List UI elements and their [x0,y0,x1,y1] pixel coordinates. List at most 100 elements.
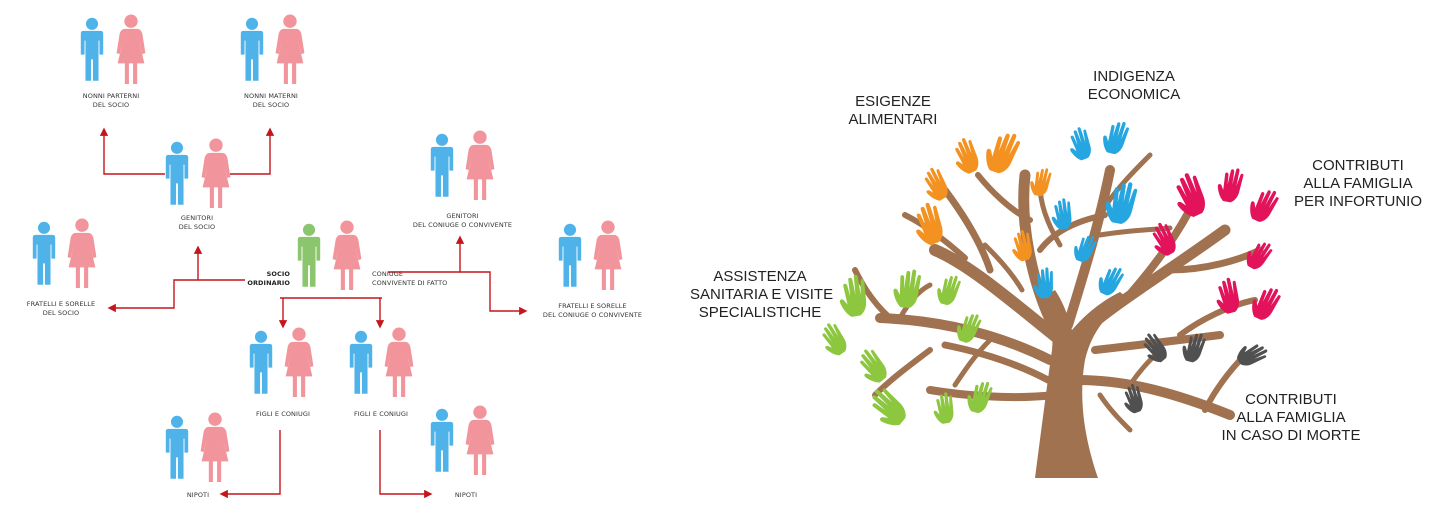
hand-icon [835,273,871,319]
label-line: ECONOMICA [1087,86,1181,103]
connector-figli-1-to-nipoti [219,430,281,499]
person-icon [80,17,104,81]
label-line: FRATELLI E SORELLE [26,300,96,308]
person-icon [200,412,230,482]
label-line: DEL SOCIO [178,222,216,231]
connector-figli-2-to-nipoti [379,430,433,499]
person-icon [116,14,146,84]
label-line: IN CASO DI MORTE [1221,427,1361,444]
hand-icon [980,126,1023,177]
label-line: NONNI MATERNI [244,92,298,100]
label-genitori-coniuge: GENITORI DEL CONIUGE O CONVIVENTE [400,212,525,229]
label-line: ALIMENTARI [848,111,938,128]
label-line: CONTRIBUTI [1245,391,1337,408]
label-nonni-materni: NONNI MATERNI DEL SOCIO [226,92,316,109]
hand-icon [1245,183,1282,226]
label-line: ALLA FAMIGLIA [1303,175,1413,192]
label-line: SOCIO [266,270,290,278]
label-figli-1: FIGLI E CONIUGI [238,410,328,419]
connector-genitori-to-nonni-materni [230,127,275,175]
label-contributi-infortunio: CONTRIBUTI ALLA FAMIGLIA PER INFORTUNIO [1288,157,1428,211]
label-line: ASSISTENZA [713,268,807,285]
hand-icon [953,309,984,346]
tree-trunk [852,152,1264,478]
label-line: GENITORI [180,214,214,222]
person-icon [201,138,231,208]
person-icon [275,14,305,84]
hand-icon [1099,117,1131,157]
label-nipoti-1: NIPOTI [168,491,228,500]
label-fratelli-socio: FRATELLI E SORELLE DEL SOCIO [16,300,106,317]
person-icon [558,223,582,287]
hand-icon [934,271,963,307]
label-indigenza-economica: INDIGENZA ECONOMICA [1074,68,1194,104]
person-icon [240,17,264,81]
label-line: ALLA FAMIGLIA [1236,409,1346,426]
person-icon [430,133,454,197]
label-line: CONTRIBUTI [1312,157,1404,174]
person-icon [384,327,414,397]
label-fratelli-coniuge: FRATELLI E SORELLE DEL CONIUGE O CONVIVE… [530,302,655,319]
person-icon [165,415,189,479]
connector-genitori-to-nonni-paterni [99,127,165,175]
label-nonni-paterni: NONNI PARTERNI DEL SOCIO [66,92,156,109]
label-line: FRATELLI E SORELLE [558,302,627,310]
label-line: DEL SOCIO [42,308,80,317]
person-icon [349,330,373,394]
label-socio-ordinario: SOCIO ORDINARIO [240,270,290,287]
person-icon [593,220,623,290]
person-icon [249,330,273,394]
label-line: SPECIALISTICHE [698,304,822,321]
label-line: ESIGENZE [855,93,931,110]
label-line: NIPOTI [186,491,210,499]
connector-coniuge-to-fratelli [460,271,528,316]
label-line: DEL CONIUGE O CONVIVENTE [542,310,643,319]
label-line: PER INFORTUNIO [1293,193,1423,210]
hand-icon [1211,276,1244,316]
person-icon [67,218,97,288]
hand-icon [1063,125,1096,163]
label-line: FIGLI E CONIUGI [353,410,409,418]
label-nipoti-2: NIPOTI [436,491,496,500]
hand-icon [1167,170,1212,221]
person-icon [332,220,362,290]
connector-socio-to-fratelli [107,279,198,313]
hand-icon [814,320,852,360]
label-esigenze-alimentari: ESIGENZE ALIMENTARI [838,93,948,129]
label-line: SANITARIA E VISITE [690,286,834,303]
label-line: FIGLI E CONIUGI [255,410,311,418]
label-coniuge: CONIUGE CONVIVENTE DI FATTO [372,270,462,287]
connector-lines [99,127,528,499]
hand-icon [1215,165,1245,204]
label-contributi-morte: CONTRIBUTI ALLA FAMIGLIA IN CASO DI MORT… [1216,391,1366,445]
label-figli-2: FIGLI E CONIUGI [336,410,426,419]
label-line: DEL SOCIO [252,100,290,109]
label-genitori-socio: GENITORI DEL SOCIO [152,214,242,231]
person-icon [32,221,56,285]
hand-icon [862,384,912,432]
hand-icon [947,135,984,177]
person-icon [430,408,454,472]
person-icon [165,141,189,205]
hand-icon [892,267,922,309]
label-line: ORDINARIO [247,278,290,287]
person-icon [297,223,321,287]
hand-icon [1028,165,1053,198]
hand-icon [1094,261,1126,299]
connector-coniuge-to-genitori [388,235,465,273]
person-icon [284,327,314,397]
label-line: GENITORI [446,212,479,220]
label-line: NIPOTI [454,491,478,499]
label-line: NONNI PARTERNI [82,92,140,100]
label-line: CONVIVENTE DI FATTO [372,278,448,287]
label-line: DEL SOCIO [92,100,130,109]
person-icon [465,405,495,475]
label-line: CONIUGE [372,270,404,278]
person-icon [465,130,495,200]
connector-socio-to-genitori [193,245,245,281]
label-line: DEL CONIUGE O CONVIVENTE [412,220,513,229]
label-assistenza-sanitaria: ASSISTENZA SANITARIA E VISITE SPECIALIST… [690,268,834,322]
hand-icon [964,377,994,416]
